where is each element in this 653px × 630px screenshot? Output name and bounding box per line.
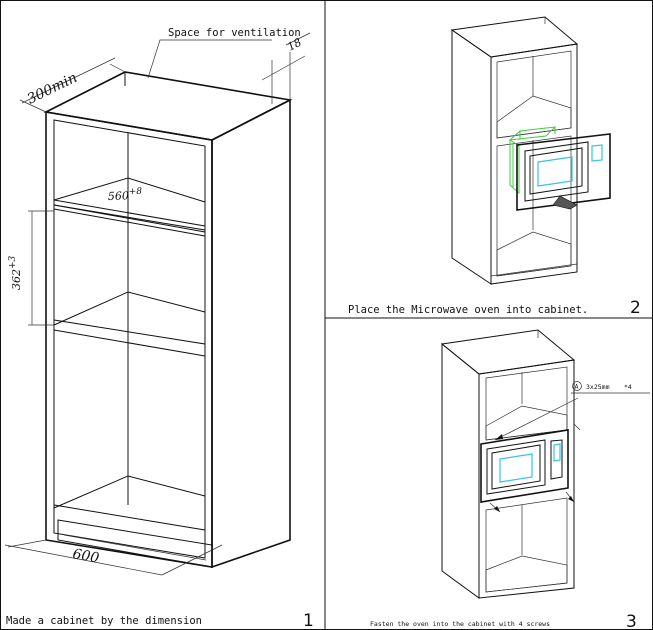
panel-1-caption: Made a cabinet by the dimension xyxy=(6,615,202,627)
panel-3-caption: Fasten the oven into the cabinet with 4 … xyxy=(370,620,550,628)
depth-dimension xyxy=(19,57,126,113)
panel-3-step-number: 3 xyxy=(626,612,637,630)
screw-qty: *4 xyxy=(624,383,632,391)
height-dimension xyxy=(28,210,54,326)
panel-1-step-number: 1 xyxy=(303,611,314,630)
panel-1: Space for ventilation 18 300min 560+8 xyxy=(4,27,314,630)
microwave-oven-3 xyxy=(480,429,569,503)
panel-2-step-number: 2 xyxy=(630,298,641,318)
ventilation-label: Space for ventilation xyxy=(168,27,301,39)
dim-width-outer: 600 xyxy=(71,546,100,566)
trim-kit-outline xyxy=(508,126,557,195)
panel-2: Place the Microwave oven into cabinet. 2 xyxy=(348,16,641,318)
dim-height: 362+3 xyxy=(8,255,23,290)
panel-2-caption: Place the Microwave oven into cabinet. xyxy=(348,304,588,316)
cabinet-3-body xyxy=(440,329,576,599)
dim-vent-gap: 18 xyxy=(285,36,303,54)
panel-3: A 3x25mm *4 Fasten the oven into the cab… xyxy=(370,329,650,630)
dim-depth-min: 300min xyxy=(25,70,80,108)
screw-spec: 3x25mm xyxy=(586,383,610,391)
ventilation-leader xyxy=(147,39,168,79)
screw-callout-marker: A xyxy=(575,384,579,391)
screw-callout xyxy=(571,381,650,394)
screw-arrows xyxy=(489,397,581,513)
cabinet-2-body xyxy=(450,16,579,285)
dim-width-inner: 560+8 xyxy=(108,187,143,203)
width-dimension xyxy=(4,539,223,576)
microwave-oven-2 xyxy=(516,133,611,211)
vent-gap-dimension xyxy=(261,32,311,104)
cabinet-1-body xyxy=(43,71,293,569)
